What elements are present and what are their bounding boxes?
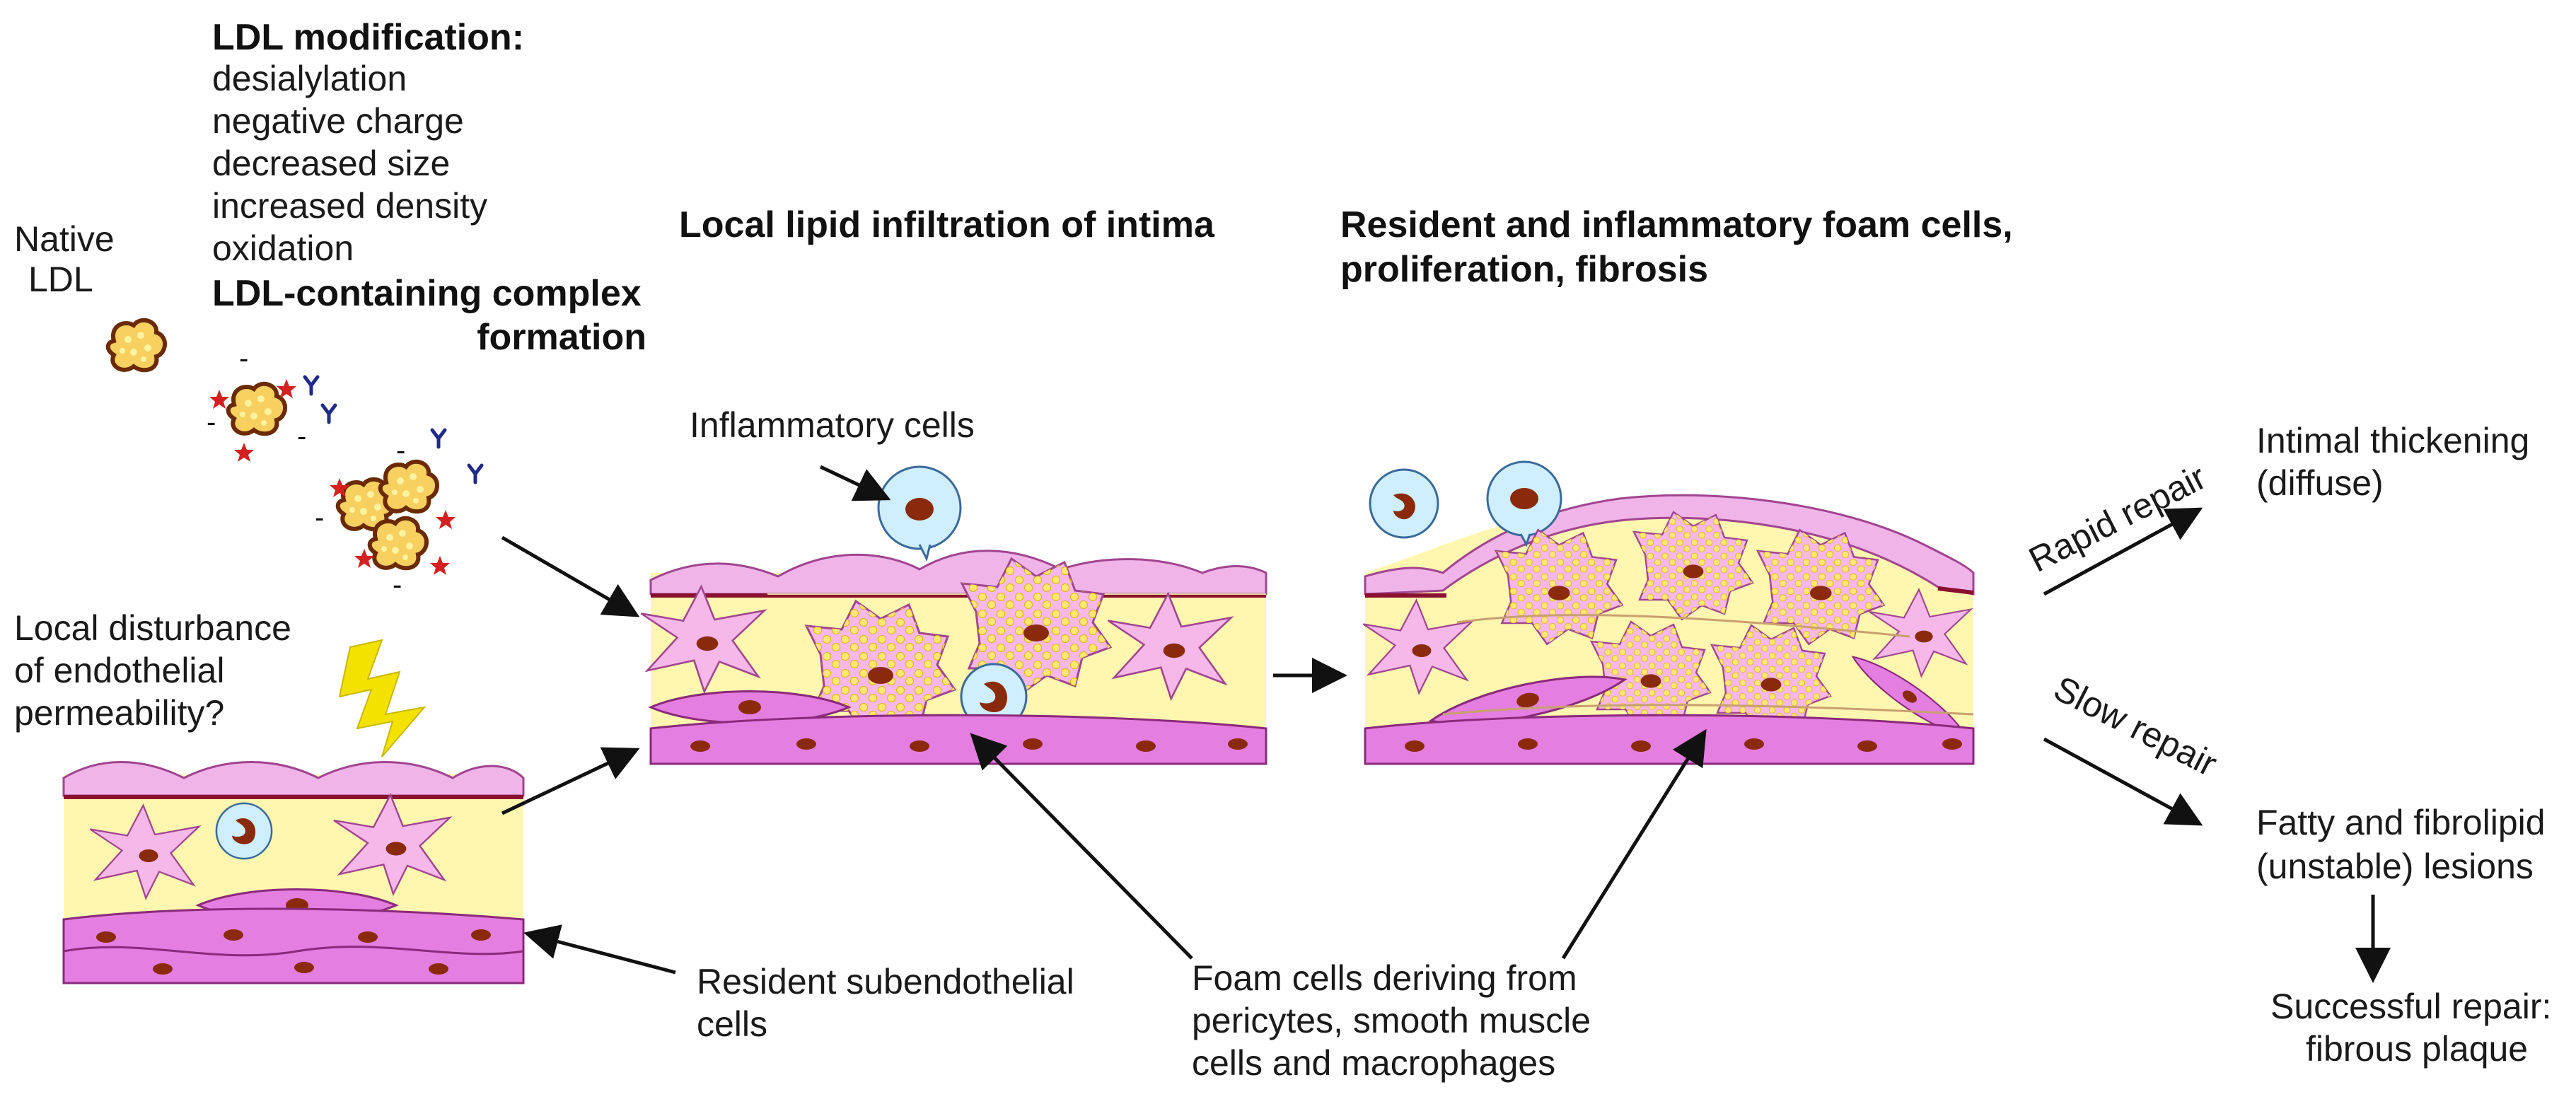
native-ldl-label: Native LDL [14, 219, 115, 299]
ldl-mod-item: negative charge [212, 101, 464, 141]
inflammatory-cell [1486, 460, 1562, 547]
arrow-resident-cells [523, 924, 676, 975]
fatty-lesions-line2: (unstable) lesions [2256, 847, 2534, 886]
stage3-title-line1: Resident and inflammatory foam cells, [1340, 204, 2013, 245]
foam-cells-line2: pericytes, smooth muscle [1192, 1001, 1591, 1040]
fatty-lesions-line1: Fatty and fibrolipid [2256, 803, 2546, 842]
inflammatory-cell [877, 465, 962, 562]
ldl-modification-block: LDL modification: desialylation negative… [212, 17, 646, 358]
arrow-foam-stage2 [970, 733, 1193, 960]
ldl-mod-item: desialylation [212, 59, 407, 98]
ldl-mod-item: increased density [212, 186, 487, 226]
intimal-thickening-line2: (diffuse) [2256, 463, 2384, 503]
slow-repair-label: Slow repair [2048, 668, 2223, 784]
inflammatory-cell [1369, 468, 1439, 539]
svg-text:-: - [315, 502, 324, 533]
arrow-slow-repair [2043, 737, 2203, 826]
foam-cells-line3: cells and macrophages [1192, 1043, 1555, 1083]
arrow-ldl-to-stage2 [501, 535, 640, 617]
native-ldl-line2: LDL [28, 260, 93, 299]
vessel-wall-normal [62, 761, 525, 984]
foam-cells-line1: Foam cells deriving from [1192, 958, 1577, 998]
svg-text:-: - [207, 407, 216, 438]
native-ldl-particle [108, 320, 165, 370]
ldl-aggregate-complex: - - - [315, 430, 482, 600]
successful-repair-line1: Successful repair: [2270, 987, 2551, 1026]
svg-text:-: - [297, 421, 306, 452]
stage2-title: Local lipid infiltration of intima [679, 204, 1215, 245]
disturbance-label: Local disturbance of endothelial permeab… [14, 608, 291, 733]
resident-cells-line1: Resident subendothelial [697, 962, 1074, 1001]
lightning-icon [338, 639, 427, 757]
stage3-title-line2: proliferation, fibrosis [1340, 249, 1708, 290]
disturbance-line1: Local disturbance [14, 608, 291, 648]
resident-cells-line2: cells [697, 1004, 767, 1044]
ldl-mod-item: oxidation [212, 228, 354, 268]
ldl-modification-heading: LDL modification: [212, 17, 524, 58]
intimal-thickening-line1: Intimal thickening [2256, 421, 2529, 460]
ldl-mod-item: decreased size [212, 144, 450, 183]
disturbance-line2: of endothelial [14, 651, 224, 690]
vessel-wall-infiltration [640, 465, 1267, 765]
ldl-complex-heading-line2: formation [477, 317, 646, 358]
svg-text:-: - [396, 435, 405, 466]
modified-ldl-complex: - - - [207, 343, 335, 462]
svg-text:-: - [393, 569, 402, 600]
disturbance-line3: permeability? [14, 693, 224, 733]
native-ldl-line1: Native [14, 219, 115, 259]
arrow-foam-stage3 [1561, 728, 1707, 960]
arrow-rapid-repair [2043, 507, 2203, 596]
flow-arrows [501, 465, 2391, 983]
arrow-wall-to-stage2 [501, 747, 640, 815]
ldl-complex-heading-line1: LDL-containing complex [212, 273, 642, 314]
successful-repair-line2: fibrous plaque [2306, 1029, 2528, 1069]
inflammatory-cells-label: Inflammatory cells [690, 405, 975, 445]
vessel-wall-foam-cells [1362, 460, 1975, 765]
svg-text:-: - [239, 343, 248, 374]
arrow-inflammatory-cells [819, 465, 891, 501]
